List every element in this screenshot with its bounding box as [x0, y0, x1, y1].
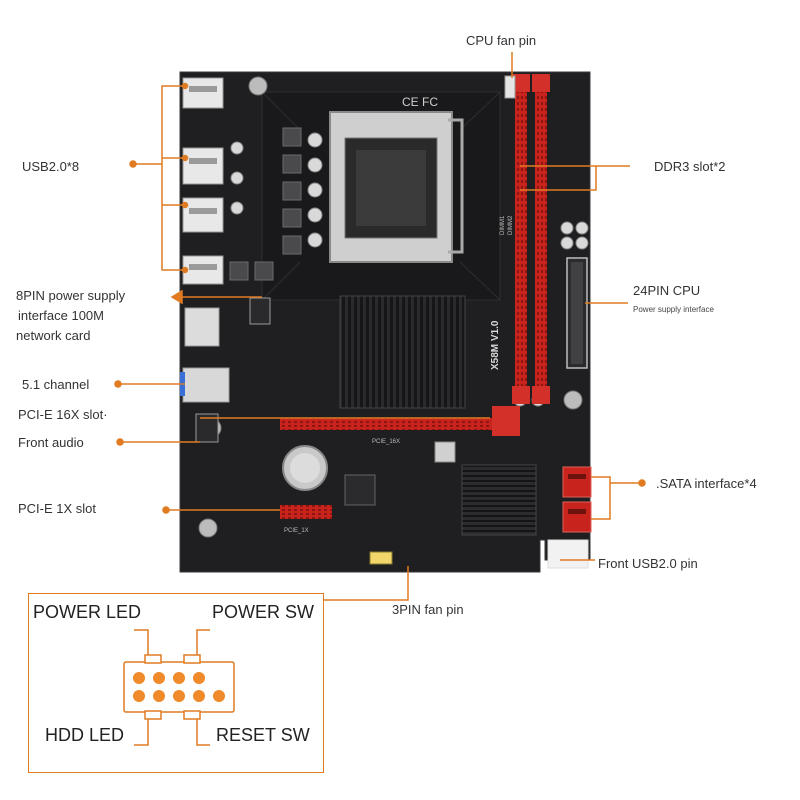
- label-cpu-fan-pin: CPU fan pin: [466, 33, 537, 48]
- label-3pin-fan: 3PIN fan pin: [392, 602, 464, 617]
- mounting-hole: [563, 390, 583, 410]
- label-sata: .SATA interface*4: [656, 476, 757, 491]
- label-front-audio: Front audio: [18, 435, 84, 450]
- atx-24pin-connector: [566, 257, 588, 369]
- label-usb20: USB2.0*8: [22, 159, 80, 174]
- label-24pin-cpu: 24PIN CPU: [633, 283, 701, 298]
- label-8pin-power-line1: 8PIN power supply: [16, 288, 126, 303]
- dimm2-silk: DIMM2: [508, 215, 514, 235]
- bios-chip: [434, 441, 456, 463]
- cpu-8pin-connector: [249, 297, 271, 325]
- pcie1-silk: PCIE_1X: [284, 528, 309, 534]
- label-hdd-led: HDD LED: [45, 725, 125, 745]
- front-usb-header: [547, 539, 589, 569]
- usb-port-stack: [182, 77, 224, 285]
- front-panel-connector-box: [28, 593, 324, 773]
- model-silk: X58M V1.0: [490, 320, 501, 370]
- label-power-sw: POWER SW: [212, 602, 314, 622]
- certification-marks: CE FC: [402, 95, 438, 109]
- southbridge-heatsink: [461, 464, 537, 536]
- dimm1-silk: DIMM1: [500, 215, 506, 235]
- super-io-chip: [344, 474, 376, 506]
- pcie-16x-slot: [280, 406, 520, 436]
- label-pcie-1x: PCI-E 1X slot: [18, 501, 97, 516]
- vrm-chokes: [229, 127, 302, 281]
- mounting-hole: [198, 518, 218, 538]
- pcie-1x-slot: [280, 505, 332, 519]
- audio-jack: [180, 367, 230, 403]
- lan-port: [184, 307, 220, 347]
- pcie16-silk: PCIE_16X: [372, 439, 400, 445]
- label-front-usb-pin: Front USB2.0 pin: [598, 556, 698, 571]
- label-8pin-power-line2: interface 100M: [18, 308, 104, 323]
- cpu-socket: [329, 111, 464, 263]
- label-ddr3: DDR3 slot*2: [654, 159, 726, 174]
- label-pcie-16x: PCI-E 16X slot·: [18, 407, 108, 422]
- front-audio-header: [195, 413, 219, 443]
- label-24pin-sub: Power supply interface: [633, 305, 714, 314]
- cpu-fan-header: [504, 75, 516, 99]
- sata-ports: [562, 466, 592, 533]
- cmos-battery: [282, 445, 328, 491]
- label-5-1-channel: 5.1 channel: [22, 377, 90, 392]
- label-8pin-power-line3: network card: [16, 328, 91, 343]
- mounting-hole: [248, 76, 268, 96]
- label-power-led: POWER LED: [33, 602, 142, 622]
- northbridge-heatsink: [339, 295, 466, 409]
- ddr3-slots: [512, 74, 550, 404]
- label-reset-sw: RESET SW: [216, 725, 310, 745]
- sys-fan-header: [369, 551, 393, 565]
